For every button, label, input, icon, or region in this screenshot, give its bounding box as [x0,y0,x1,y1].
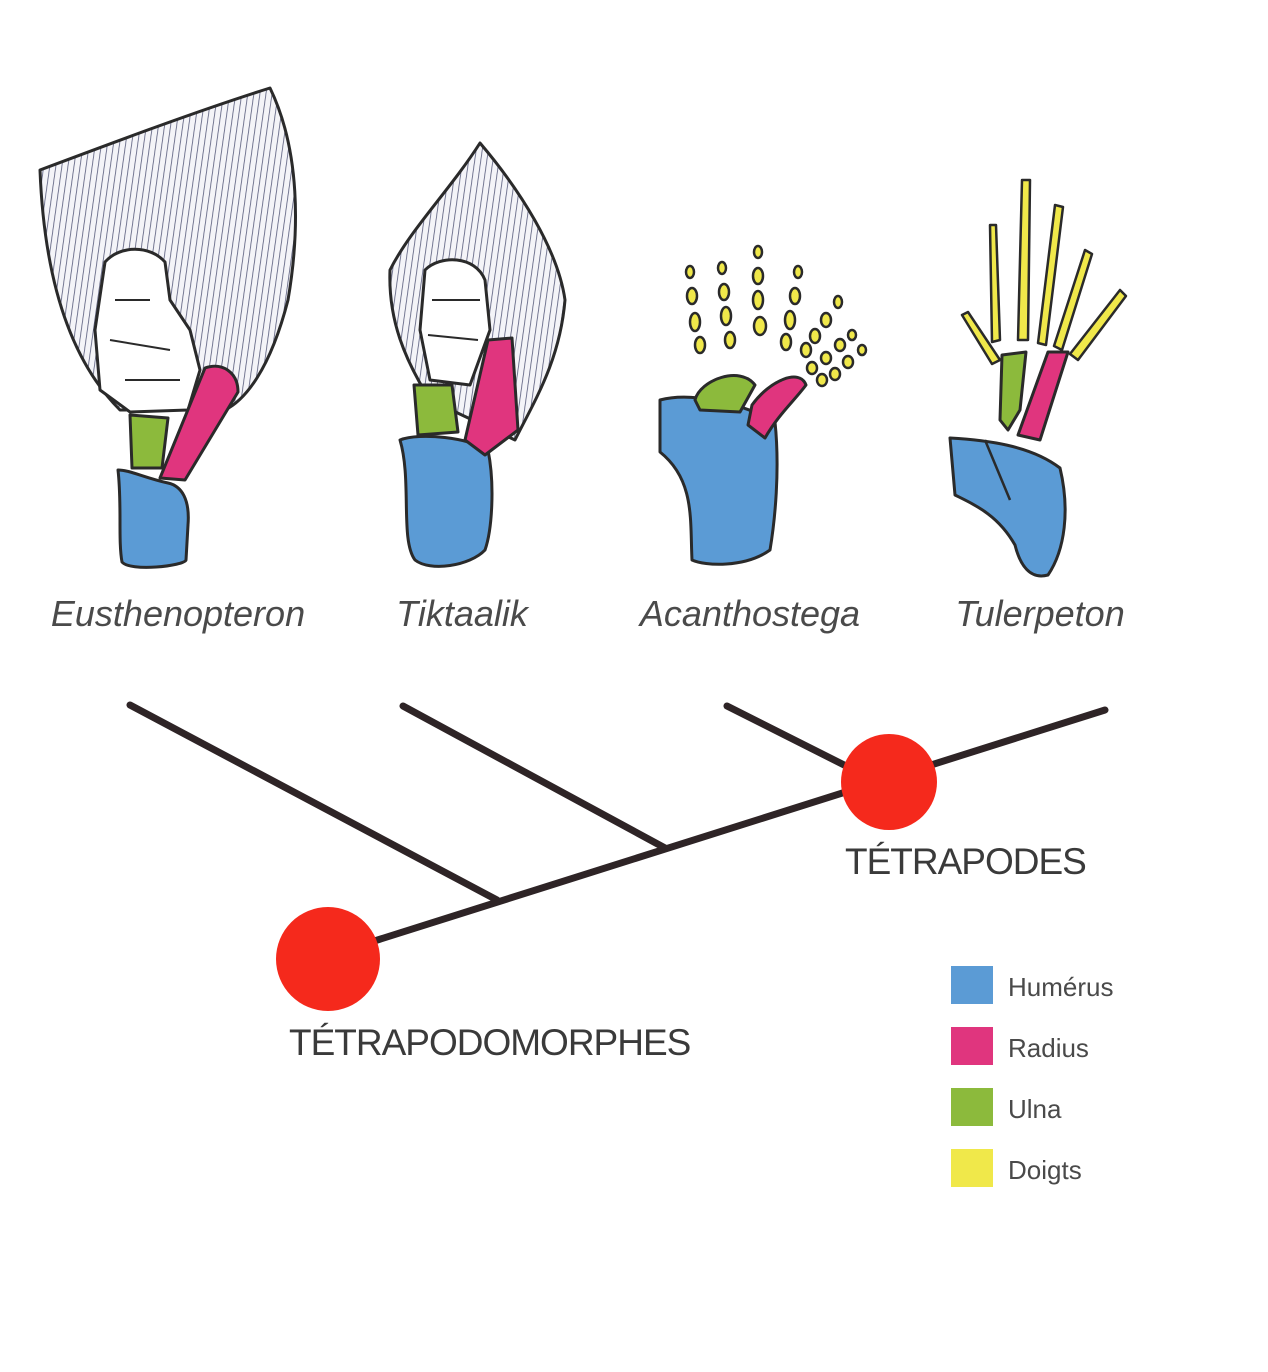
ulna-bone [412,383,460,437]
cladogram [126,701,1109,959]
clade-label-tetrapodomorphes: TÉTRAPODOMORPHES [289,1022,690,1063]
tree-trunk [326,706,1109,959]
taxon-label-acanthostega: Acanthostega [638,593,860,634]
legend-swatch-radius [951,1027,993,1065]
legend-label-ulna: Ulna [1008,1094,1062,1124]
taxon-label-eusthenopteron: Eusthenopteron [51,593,305,634]
ulna-bone [693,374,757,414]
branch-eusthenopteron [126,701,501,904]
humerus-bone [398,434,494,568]
tetrapodomorphes-node-marker [276,907,380,1011]
tulerpeton-limb-illustration [948,178,1128,578]
acanthostega-limb-illustration [658,244,868,566]
radius-bone [746,375,808,440]
legend-label-humerus: Humérus [1008,972,1113,1002]
humerus-bone [948,436,1067,578]
taxon-label-tiktaalik: Tiktaalik [396,593,530,634]
taxon-label-tulerpeton: Tulerpeton [955,593,1124,634]
eusthenopteron-fin-illustration [38,86,297,569]
tiktaalik-fin-illustration [388,141,567,568]
clade-label-tetrapodes: TÉTRAPODES [845,841,1086,882]
legend-label-radius: Radius [1008,1033,1089,1063]
legend-swatch-ulna [951,1088,993,1126]
digits [960,178,1128,366]
legend-swatch-humerus [951,966,993,1004]
humerus-bone [116,468,190,569]
tetrapodes-node-marker [841,734,937,830]
ulna-bone [998,350,1028,432]
legend: Humérus Radius Ulna Doigts [951,966,1113,1187]
radius-bone [1016,350,1070,442]
radius-bone [158,364,240,482]
branch-acanthostega [723,702,864,777]
radials [418,258,492,387]
legend-label-doigts: Doigts [1008,1155,1082,1185]
legend-swatch-doigts [951,1149,993,1187]
radials [93,247,202,414]
digits [684,244,868,388]
branch-tiktaalik [399,702,669,852]
ulna-bone [128,413,170,470]
radius-bone [463,336,520,457]
